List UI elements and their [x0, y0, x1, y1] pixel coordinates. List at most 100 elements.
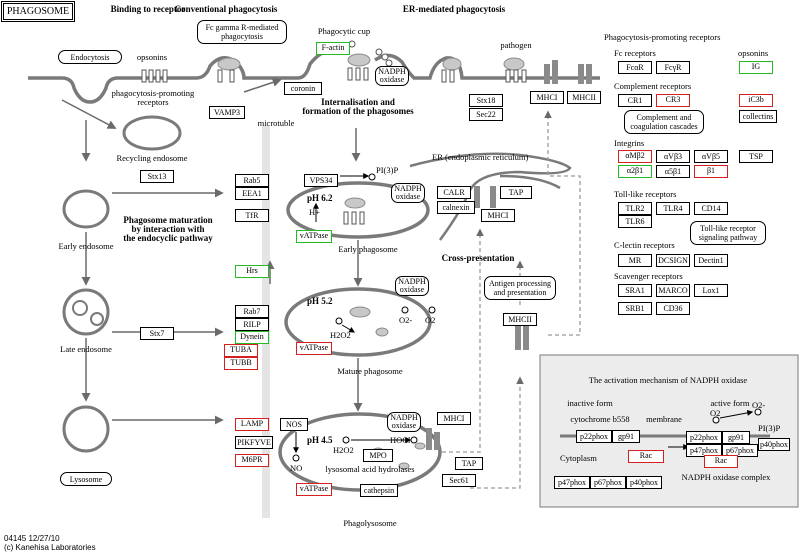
gene-box-a2b1[interactable]: α2β1	[618, 165, 652, 178]
gene-box-mhci_top[interactable]: MHCI	[530, 91, 564, 104]
gene-box-mpo[interactable]: MPO	[363, 449, 393, 462]
gene-box-p47phox_a[interactable]: p47phox	[554, 476, 590, 489]
gene-box-collectins[interactable]: collectins	[739, 110, 777, 123]
gene-box-cd36[interactable]: CD36	[656, 302, 690, 315]
gene-box-rab7[interactable]: Rab7	[235, 305, 269, 318]
gene-box-mr[interactable]: MR	[618, 254, 652, 267]
footer-code: 04145 12/27/10	[4, 534, 60, 543]
gene-box-nos[interactable]: NOS	[280, 418, 308, 431]
label-no: NO	[290, 463, 303, 473]
gene-box-cr3[interactable]: CR3	[656, 94, 690, 107]
gene-box-tlr6[interactable]: TLR6	[618, 215, 652, 228]
gene-box-gp91_b[interactable]: gp91	[722, 431, 750, 444]
gene-box-sec22[interactable]: Sec22	[469, 108, 503, 121]
nadph-panel-pi3p: PI(3)P	[758, 423, 781, 433]
nadph-oxidase-top[interactable]: NADPH oxidase	[375, 66, 409, 86]
gene-box-rab5[interactable]: Rab5	[235, 174, 269, 187]
nadph-panel-cytochrome: cytochrome b558	[570, 414, 630, 424]
gene-box-hrs[interactable]: Hrs	[235, 265, 269, 278]
gene-box-tubb[interactable]: TUBB	[224, 357, 258, 370]
gene-box-stx13[interactable]: Stx13	[140, 170, 174, 183]
gene-box-tuba[interactable]: TUBA	[224, 344, 258, 357]
label-clectin: C-lectin receptors	[614, 240, 675, 250]
gene-box-vatpase2[interactable]: vATPase	[296, 342, 332, 355]
gene-box-sra1[interactable]: SRA1	[618, 284, 652, 297]
gene-box-dectin1[interactable]: Dectin1	[694, 254, 728, 267]
gene-box-stx18[interactable]: Stx18	[469, 94, 503, 107]
gene-box-p67phox_a[interactable]: p67phox	[590, 476, 626, 489]
gene-box-vamp3[interactable]: VAMP3	[209, 106, 245, 119]
nadph-oxidase-early[interactable]: NADPH oxidase	[391, 183, 425, 203]
tlr-signaling-box[interactable]: Toll-like receptor signaling pathway	[690, 221, 766, 245]
gene-box-a5b1[interactable]: α5β1	[656, 165, 690, 178]
nadph-oxidase-mature[interactable]: NADPH oxidase	[395, 276, 429, 296]
fc-gamma-line-2: phagocytosis	[221, 32, 263, 41]
gene-box-lamp[interactable]: LAMP	[235, 418, 269, 431]
gene-box-cd14[interactable]: CD14	[694, 202, 728, 215]
gene-box-srb1[interactable]: SRB1	[618, 302, 652, 315]
section-maturation-2: by interaction with	[131, 224, 205, 234]
gene-box-rac_b[interactable]: Rac	[704, 455, 738, 468]
gene-box-tlr2[interactable]: TLR2	[618, 202, 652, 215]
gene-box-fcgr[interactable]: FcγR	[656, 61, 690, 74]
gene-box-mhcii_mid[interactable]: MHCII	[503, 313, 537, 326]
gene-box-ig[interactable]: IG	[739, 61, 773, 74]
nadph-panel-cytoplasm: Cytoplasm	[560, 453, 597, 463]
gene-box-coronin[interactable]: coronin	[284, 82, 322, 95]
gene-box-rac_a[interactable]: Rac	[628, 450, 664, 463]
complement-cascade-box[interactable]: Complement and coagulation cascades	[624, 110, 704, 134]
gene-box-dcsign[interactable]: DCSIGN	[656, 254, 690, 267]
gene-box-mhci_er[interactable]: MHCI	[481, 209, 515, 222]
gene-box-fcar[interactable]: FcαR	[618, 61, 652, 74]
gene-box-m6pr[interactable]: M6PR	[235, 454, 269, 467]
gene-box-p22phox_a[interactable]: p22phox	[576, 430, 612, 443]
label-o2-mature: O2	[425, 315, 436, 325]
gene-box-sec61[interactable]: Sec61	[442, 474, 476, 487]
gene-box-tap1[interactable]: TAP	[500, 186, 532, 199]
gene-box-ic3b[interactable]: iC3b	[739, 94, 773, 107]
label-ph52: pH 5.2	[307, 296, 333, 306]
gene-box-f-actin[interactable]: F-actin	[316, 42, 350, 55]
gene-box-cathepsin[interactable]: cathepsin	[360, 484, 398, 497]
gene-box-avb5[interactable]: αVβ5	[694, 150, 728, 163]
nadph-panel-o2m: O2-	[752, 400, 766, 410]
gene-box-avb3[interactable]: αVβ3	[656, 150, 690, 163]
gene-box-p67phox_b[interactable]: p67phox	[722, 444, 758, 457]
gene-box-lox1[interactable]: Lox1	[694, 284, 728, 297]
endocytosis-box[interactable]: Endocytosis	[58, 50, 122, 64]
gene-box-calnexin[interactable]: calnexin	[437, 201, 475, 214]
gene-box-cr1[interactable]: CR1	[618, 94, 652, 107]
gene-box-eea1[interactable]: EEA1	[235, 187, 269, 200]
gene-box-b1[interactable]: β1	[694, 165, 728, 178]
gene-box-tap2[interactable]: TAP	[455, 457, 483, 470]
gene-box-gp91_a[interactable]: gp91	[612, 430, 640, 443]
gene-box-tsp[interactable]: TSP	[739, 150, 773, 163]
gene-box-amb2[interactable]: αMβ2	[618, 150, 652, 163]
fc-gamma-box[interactable]: Fc gamma R-mediated phagocytosis	[197, 20, 287, 44]
gene-box-vatpase1[interactable]: vATPase	[296, 230, 332, 243]
gene-box-vatpase3[interactable]: vATPase	[296, 483, 332, 496]
gene-box-marco[interactable]: MARCO	[656, 284, 690, 297]
gene-box-calr[interactable]: CALR	[437, 186, 471, 199]
gene-box-p40phox_a[interactable]: p40phox	[626, 476, 662, 489]
gene-box-p22phox_b[interactable]: p22phox	[686, 431, 722, 444]
gene-box-stx7[interactable]: Stx7	[140, 327, 174, 340]
gene-box-tlr4[interactable]: TLR4	[656, 202, 690, 215]
gene-box-p47phox_b[interactable]: p47phox	[686, 444, 722, 457]
section-receptors: Phagocytosis-promoting receptors	[604, 32, 721, 42]
lysosome-box[interactable]: Lysosome	[60, 472, 112, 486]
gene-box-mhci_bot[interactable]: MHCI	[437, 412, 471, 425]
gene-box-tfr[interactable]: TfR	[235, 209, 269, 222]
gene-box-mhcii_top[interactable]: MHCII	[567, 91, 601, 104]
section-internalisation-2: formation of the phagosomes	[302, 106, 414, 116]
label-early-endosome: Early endosome	[58, 241, 114, 251]
gene-box-p40phox_b[interactable]: p40phox	[758, 438, 790, 451]
gene-box-rilp[interactable]: RILP	[235, 318, 269, 331]
gene-box-dynein[interactable]: Dynein	[235, 331, 269, 344]
gene-box-pikfyve[interactable]: PIKFYVE	[235, 436, 273, 449]
nadph-oxidase-lyso[interactable]: NADPH oxidase	[387, 412, 421, 432]
gene-box-vps34[interactable]: VPS34	[304, 174, 338, 187]
antigen-processing-box[interactable]: Antigen processing and presentation	[484, 276, 556, 300]
mhc-molecules	[426, 60, 592, 450]
antigen-line-2: and presentation	[493, 288, 547, 297]
